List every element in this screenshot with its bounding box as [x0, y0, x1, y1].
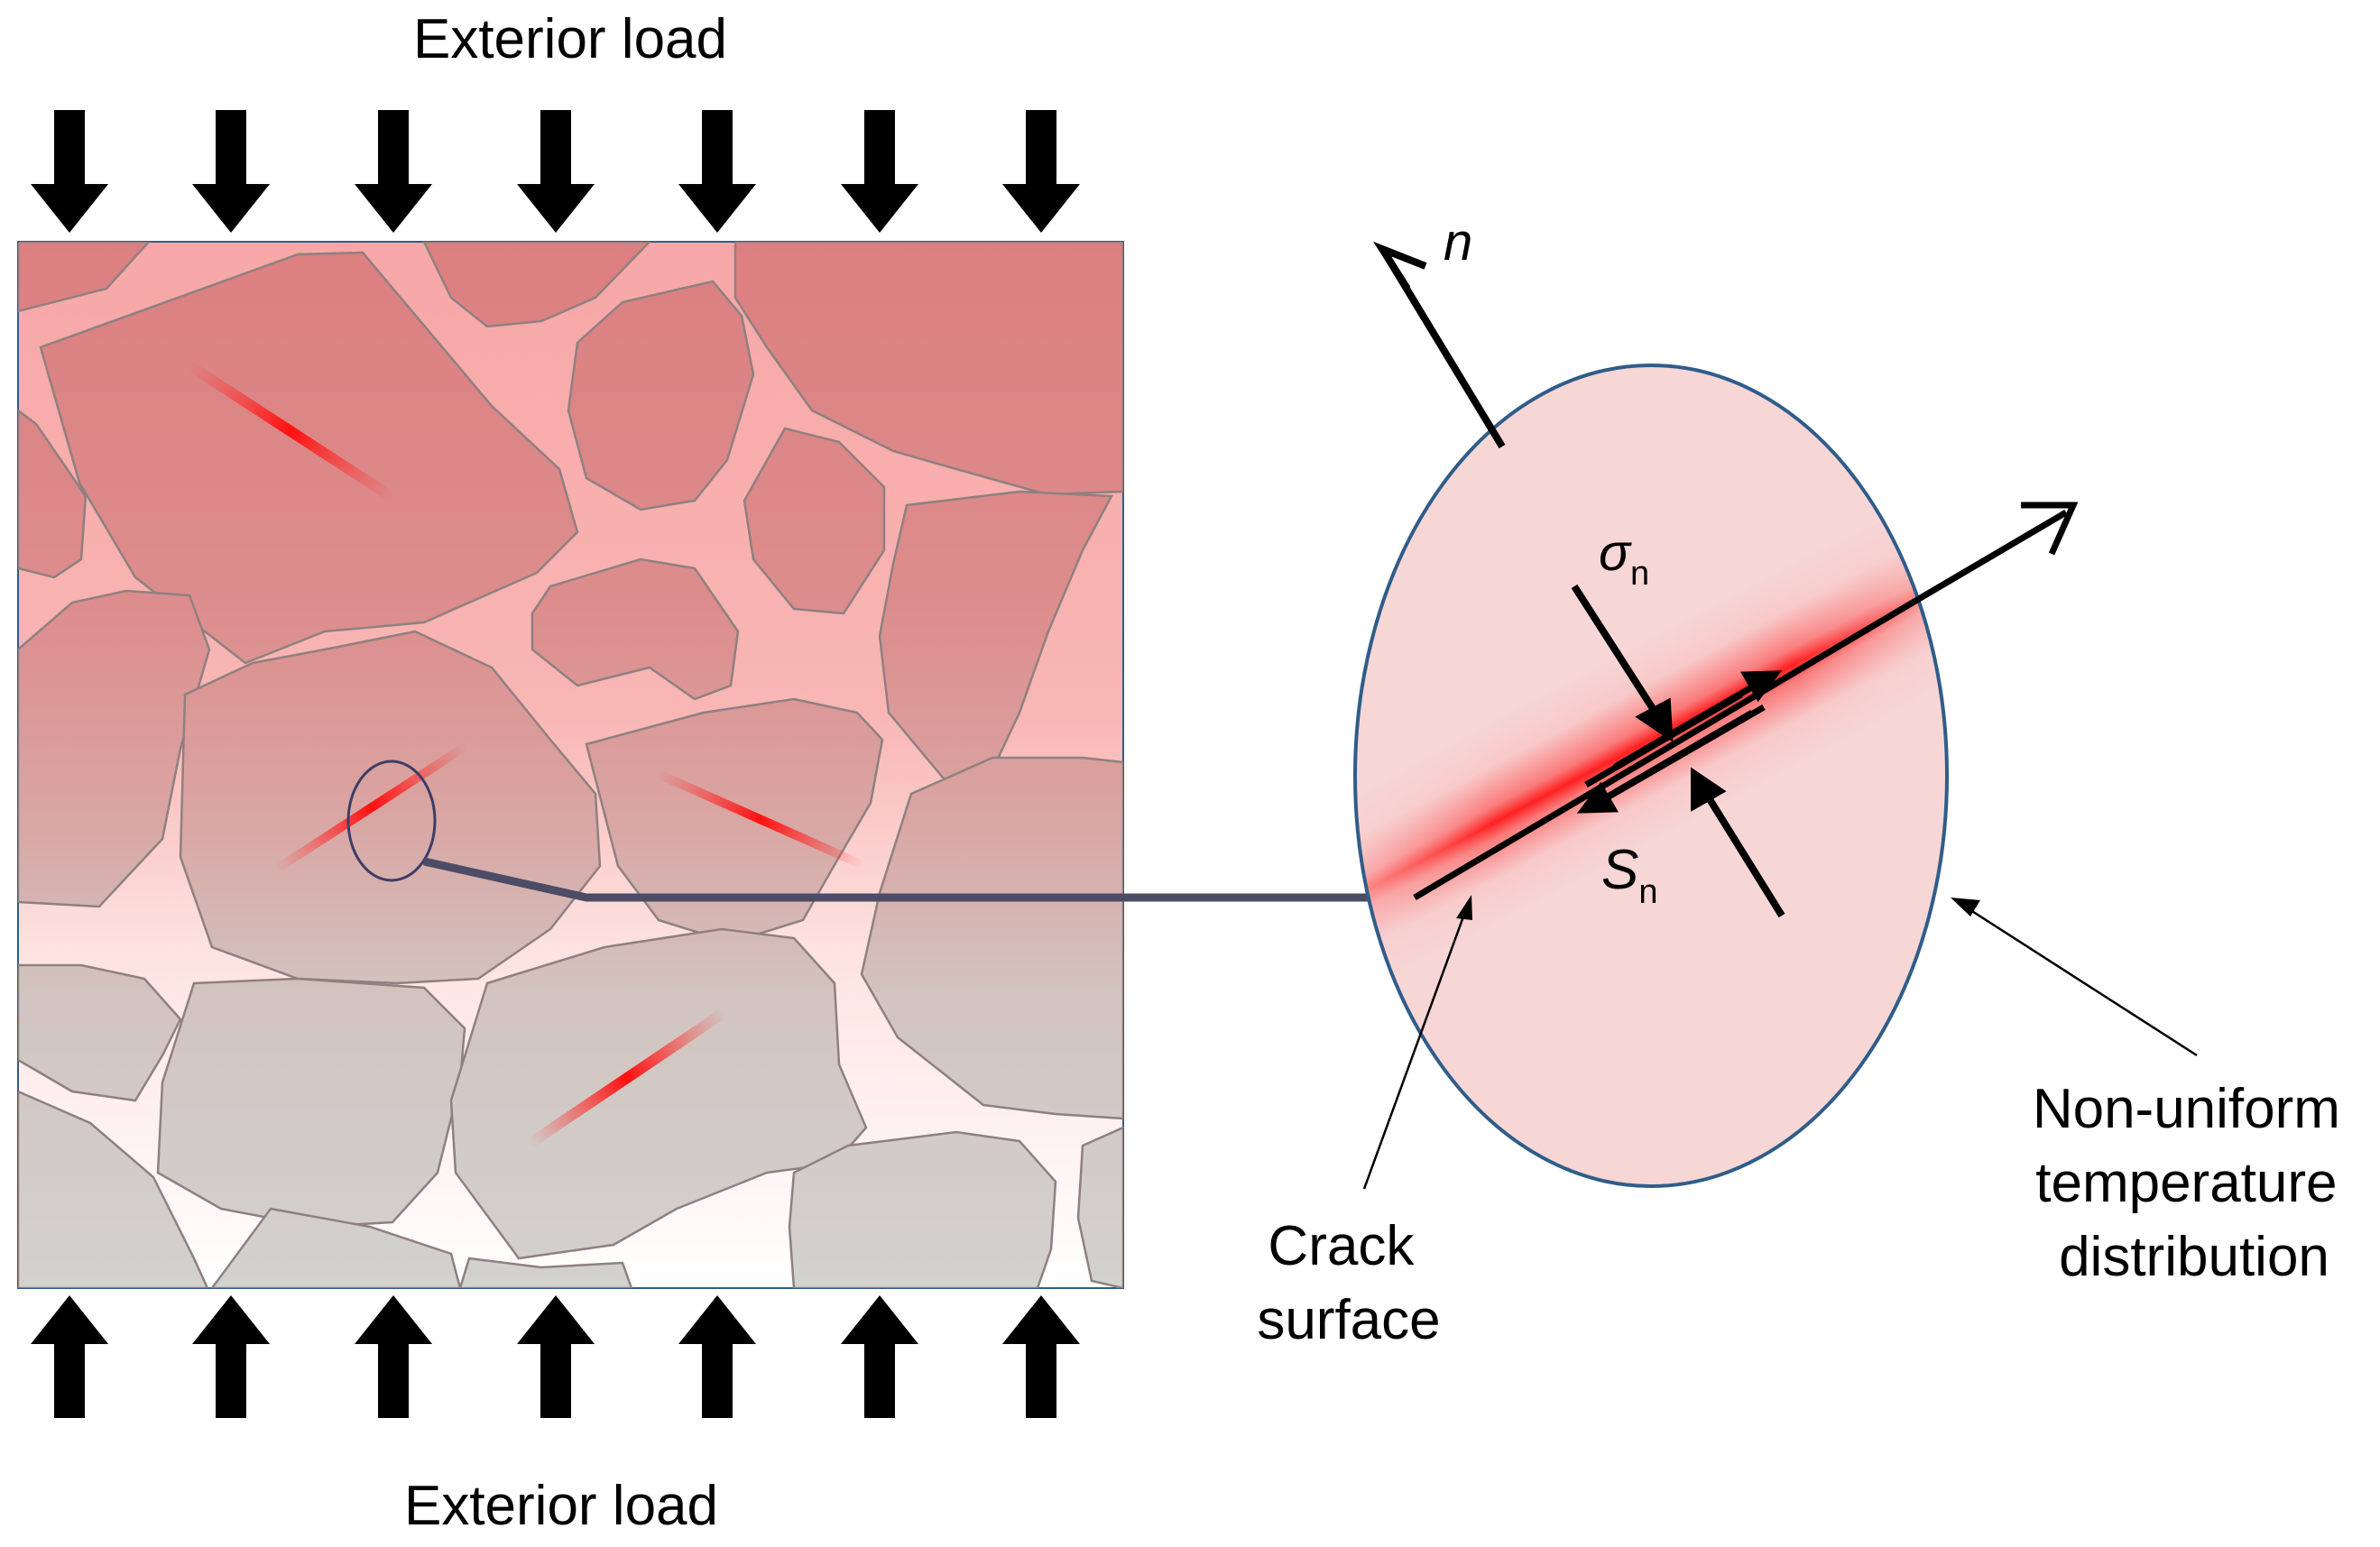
down-arrow-icon: [1002, 110, 1080, 233]
grain: [39, 251, 579, 665]
crack-arrowhead: [2021, 502, 2079, 556]
crack-surface-line: [1413, 599, 1914, 901]
grain: [210, 1207, 462, 1288]
up-arrow-icon: [517, 1295, 595, 1418]
grain: [733, 242, 1123, 496]
grain: [18, 242, 151, 313]
up-arrow-icon: [678, 1295, 756, 1418]
temperature-label: Non-uniform temperature distribution: [2033, 1078, 2356, 1288]
grain: [567, 280, 755, 511]
up-arrow-icon: [192, 1295, 270, 1418]
temperature-callout: Non-uniform temperature distribution: [1951, 898, 2356, 1288]
down-arrow-icon: [517, 110, 595, 233]
down-arrow-icon: [841, 110, 918, 233]
grain: [530, 557, 740, 701]
up-arrow-icon: [841, 1295, 918, 1418]
grain: [1076, 1126, 1123, 1288]
pointer-arrowhead: [1456, 895, 1472, 920]
down-arrow-icon: [192, 110, 270, 233]
grain: [18, 1090, 209, 1288]
crack: [529, 1009, 725, 1146]
grain: [179, 630, 602, 985]
grain: [156, 977, 466, 1229]
grain: [18, 963, 182, 1102]
top-load-label: Exterior load: [413, 8, 727, 70]
shear-n-label: Sn: [1601, 839, 1658, 911]
up-arrow-icon: [355, 1295, 432, 1418]
grain: [585, 697, 884, 944]
top-load-arrows: [31, 110, 1080, 233]
zoom-marker: [346, 760, 437, 882]
crack-surface-label: Crack surface: [1257, 1215, 1440, 1351]
grain: [458, 1257, 633, 1288]
ellipse-outline: [1353, 364, 1949, 1188]
pointer-arrowhead: [1951, 898, 1980, 916]
down-arrow-icon: [31, 110, 108, 233]
magnified-crack: n σn Sn: [1353, 213, 2079, 1188]
normal-arrowhead: [1373, 241, 1427, 291]
grain: [743, 427, 886, 615]
normal-stress-arrows: [1571, 584, 1785, 918]
bottom-load-arrows: [31, 1295, 1080, 1418]
crack-extension-arrow: [1911, 509, 2068, 606]
grain: [878, 490, 1114, 791]
up-arrow-icon: [31, 1295, 108, 1418]
crack-surface-callout: Crack surface: [1257, 895, 1472, 1351]
down-arrow-icon: [355, 110, 432, 233]
grain: [422, 242, 651, 328]
crack: [187, 362, 394, 501]
zoom-connector: [423, 857, 1389, 902]
grain: [788, 1130, 1057, 1288]
specimen: [17, 241, 1124, 1289]
shear-arrows: [1576, 670, 1783, 814]
grain-set: [18, 242, 1123, 1288]
grain: [18, 409, 88, 579]
crack: [656, 770, 863, 868]
bottom-load-label: Exterior load: [404, 1475, 718, 1537]
down-arrow-icon: [678, 110, 756, 233]
normal-label: n: [1444, 213, 1472, 272]
up-arrow-icon: [1002, 1295, 1080, 1418]
grain: [860, 756, 1123, 1120]
sigma-n-label: σn: [1599, 523, 1649, 593]
